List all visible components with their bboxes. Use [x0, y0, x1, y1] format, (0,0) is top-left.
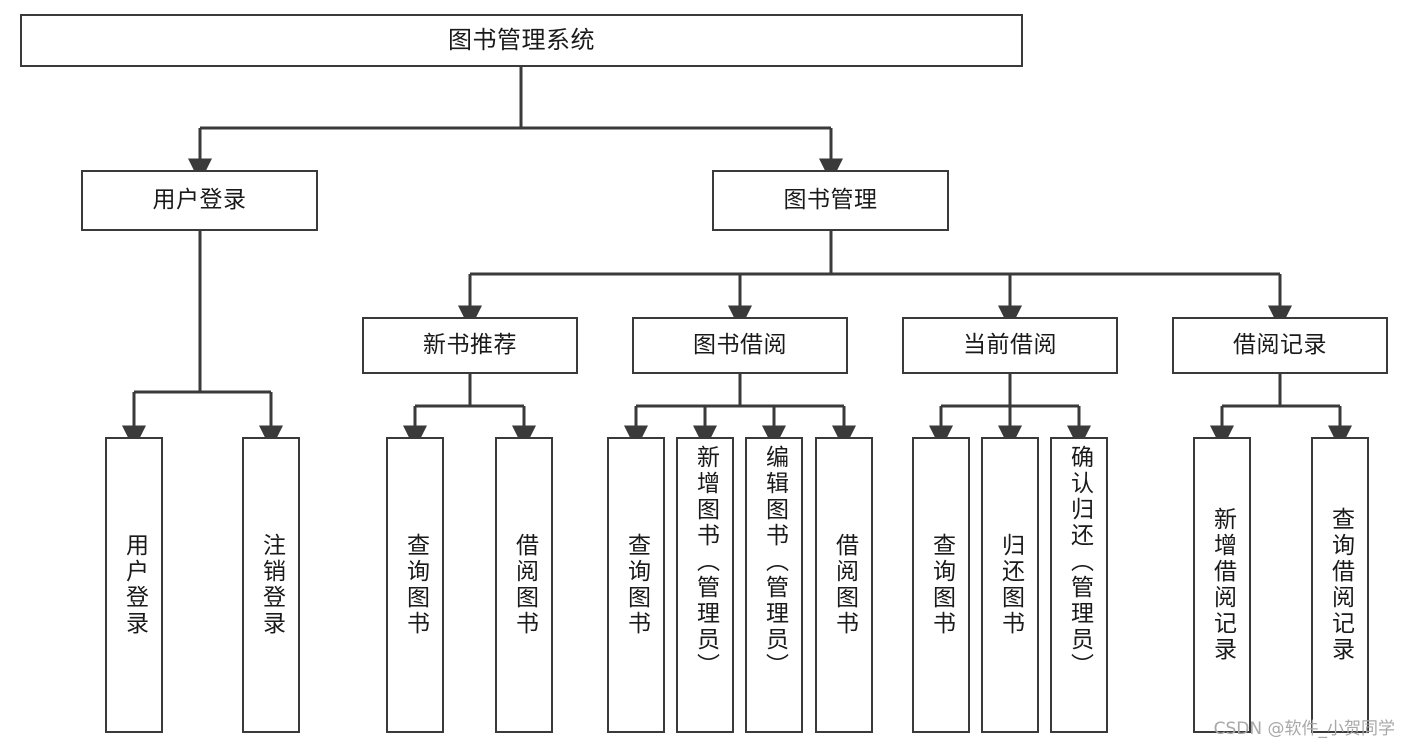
- node-leaf-add-book-label: 新增图书（管理员）: [692, 445, 719, 679]
- node-book-borrow-label: 图书借阅: [693, 331, 787, 358]
- node-book-borrow[interactable]: 图书借阅: [632, 317, 848, 374]
- node-leaf-add-record[interactable]: 新增借阅记录: [1193, 437, 1251, 733]
- node-book-manage-label: 图书管理: [783, 186, 878, 213]
- node-leaf-user-login[interactable]: 用户登录: [105, 437, 163, 733]
- node-borrow-record[interactable]: 借阅记录: [1172, 317, 1388, 374]
- node-leaf-query-book-1-label: 查询图书: [402, 533, 429, 637]
- node-leaf-user-login-label: 用户登录: [121, 533, 148, 637]
- node-leaf-query-book-3[interactable]: 查询图书: [912, 437, 970, 733]
- node-current-borrow[interactable]: 当前借阅: [902, 317, 1118, 374]
- node-new-book-rec-label: 新书推荐: [423, 331, 517, 358]
- node-leaf-return-book-label: 归还图书: [997, 533, 1024, 637]
- node-leaf-add-record-label: 新增借阅记录: [1209, 507, 1236, 663]
- node-root[interactable]: 图书管理系统: [20, 14, 1023, 67]
- node-leaf-return-book[interactable]: 归还图书: [981, 437, 1039, 733]
- node-leaf-borrow-book-2-label: 借阅图书: [831, 533, 858, 637]
- node-leaf-borrow-book-1-label: 借阅图书: [511, 533, 538, 637]
- node-current-borrow-label: 当前借阅: [963, 331, 1057, 358]
- node-leaf-edit-book[interactable]: 编辑图书（管理员）: [745, 437, 803, 733]
- node-root-label: 图书管理系统: [448, 26, 595, 55]
- node-borrow-record-label: 借阅记录: [1233, 331, 1327, 358]
- node-leaf-query-book-2[interactable]: 查询图书: [607, 437, 665, 733]
- node-leaf-borrow-book-2[interactable]: 借阅图书: [815, 437, 873, 733]
- node-leaf-query-book-1[interactable]: 查询图书: [386, 437, 444, 733]
- node-leaf-query-book-3-label: 查询图书: [928, 533, 955, 637]
- watermark-text: CSDN @软件_小贺同学: [1213, 719, 1395, 739]
- node-new-book-rec[interactable]: 新书推荐: [362, 317, 578, 374]
- node-book-manage[interactable]: 图书管理: [712, 170, 949, 231]
- node-leaf-query-book-2-label: 查询图书: [623, 533, 650, 637]
- node-leaf-confirm-return-label: 确认归还（管理员）: [1066, 445, 1093, 679]
- node-leaf-logout-label: 注销登录: [258, 533, 285, 637]
- node-leaf-borrow-book-1[interactable]: 借阅图书: [495, 437, 553, 733]
- node-leaf-edit-book-label: 编辑图书（管理员）: [761, 445, 788, 679]
- node-leaf-logout[interactable]: 注销登录: [242, 437, 300, 733]
- node-leaf-confirm-return[interactable]: 确认归还（管理员）: [1050, 437, 1108, 733]
- node-user-login-label: 用户登录: [152, 186, 247, 213]
- node-leaf-query-record-label: 查询借阅记录: [1327, 507, 1354, 663]
- node-leaf-query-record[interactable]: 查询借阅记录: [1311, 437, 1369, 733]
- node-user-login[interactable]: 用户登录: [81, 170, 318, 231]
- node-leaf-add-book[interactable]: 新增图书（管理员）: [676, 437, 734, 733]
